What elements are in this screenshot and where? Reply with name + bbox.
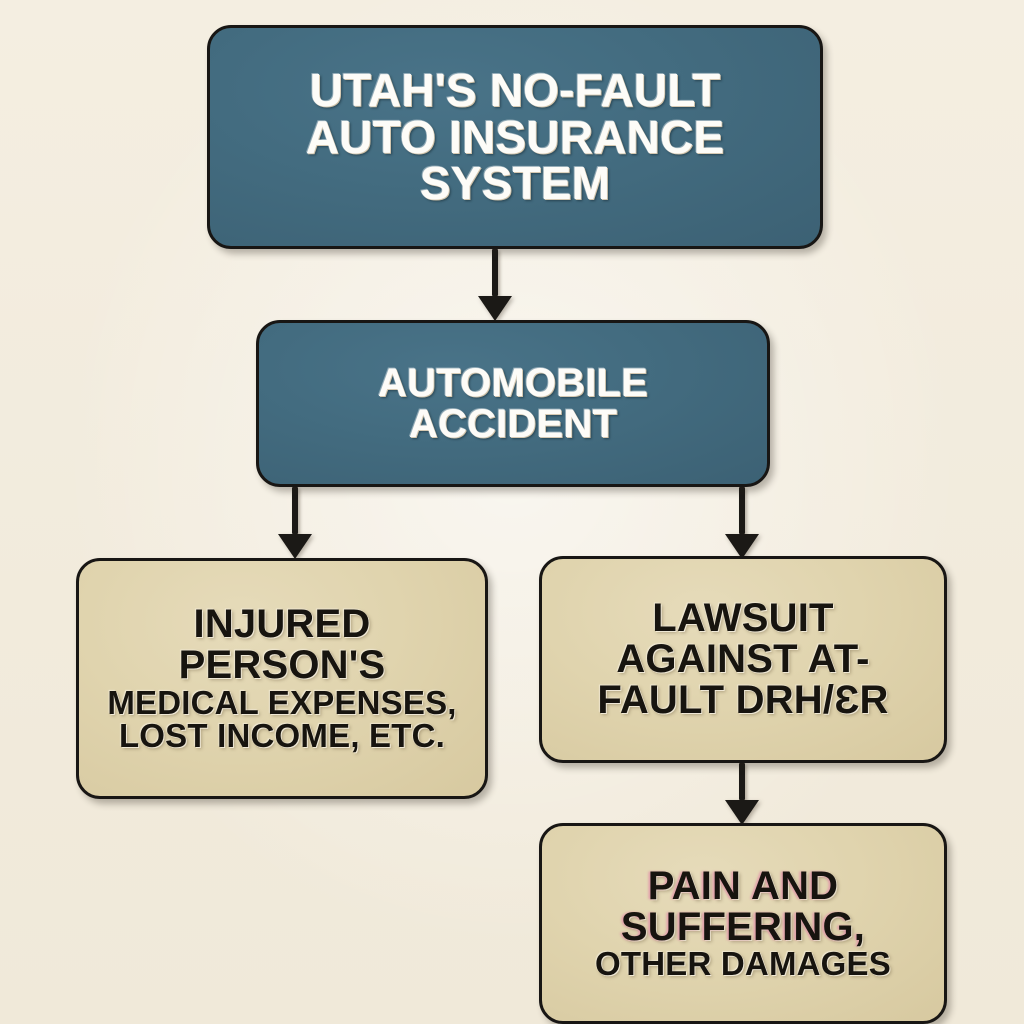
node-header-line-2: AUTO INSURANCE: [305, 110, 725, 163]
down-arrow-icon: [725, 534, 759, 559]
down-arrow-icon: [478, 296, 512, 321]
node-injured-person-line-3: MEDICAL EXPENSES,: [107, 683, 457, 721]
node-injured-person-line-1: INJURED: [193, 602, 371, 647]
node-accident[interactable]: AUTOMOBILE ACCIDENT: [256, 320, 770, 487]
node-header[interactable]: UTAH'S NO-FAULT AUTO INSURANCE SYSTEM: [207, 25, 823, 249]
node-injured-person[interactable]: INJURED PERSON'S MEDICAL EXPENSES, LOST …: [76, 558, 488, 799]
node-lawsuit-line-2: AGAINST AT-: [616, 637, 870, 682]
node-damages-line-3: OTHER DAMAGES: [595, 945, 891, 983]
node-lawsuit[interactable]: LAWSUIT AGAINST AT- FAULT DRH/ƐR: [539, 556, 947, 763]
node-header-line-3: SYSTEM: [419, 157, 611, 210]
node-lawsuit-line-1: LAWSUIT: [652, 596, 834, 641]
connector-stem: [292, 487, 298, 534]
down-arrow-icon: [278, 534, 312, 559]
connector-lawsuit-to-damages: [722, 763, 762, 825]
node-damages-line-1: PAIN AND: [647, 863, 839, 908]
connector-accident-to-injured: [275, 487, 315, 559]
connector-stem: [739, 487, 745, 534]
node-lawsuit-line-3: FAULT DRH/ƐR: [597, 677, 889, 722]
node-accident-line-2: ACCIDENT: [408, 401, 618, 446]
node-injured-person-line-4: LOST INCOME, ETC.: [118, 717, 446, 755]
connector-header-to-accident: [475, 249, 515, 321]
down-arrow-icon: [725, 800, 759, 825]
connector-stem: [739, 763, 745, 800]
node-damages[interactable]: PAIN AND SUFFERING, OTHER DAMAGES: [539, 823, 947, 1024]
connector-accident-to-lawsuit: [722, 487, 762, 559]
connector-stem: [492, 249, 498, 296]
node-damages-line-2: SUFFERING,: [620, 904, 866, 949]
node-header-line-1: UTAH'S NO-FAULT: [309, 63, 721, 116]
node-accident-line-1: AUTOMOBILE: [377, 360, 649, 405]
node-injured-person-line-2: PERSON'S: [178, 642, 386, 687]
